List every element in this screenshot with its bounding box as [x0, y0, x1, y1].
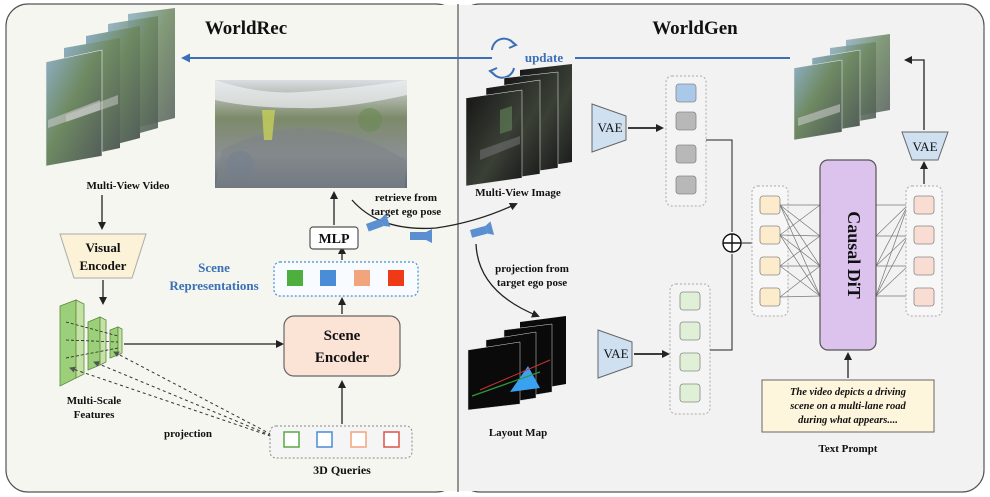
output-token-peach	[913, 287, 935, 307]
query-orange	[350, 431, 367, 448]
vae-to-output-arrow	[904, 56, 925, 130]
vae-bottom-label: VAE	[603, 346, 628, 361]
causal-dit-block	[819, 159, 877, 351]
multi-view-image-label: Multi-View Image	[475, 187, 561, 199]
retrieve-curve-arrow	[351, 199, 518, 230]
mlp-block	[309, 226, 359, 250]
layout-token-green	[679, 321, 701, 341]
multi-view-image-stack	[465, 64, 572, 187]
panel-join-cover-left	[440, 5, 458, 491]
query-red	[383, 431, 400, 448]
repr-orange	[354, 270, 370, 286]
input-token-yellow	[759, 195, 781, 215]
query-blue	[316, 431, 333, 448]
repr-blue	[320, 270, 336, 286]
text-prompt-line-2: scene on a multi-lane road	[789, 401, 906, 412]
causal-attention-lines	[779, 204, 909, 298]
causal-dit-label: Causal DiT	[844, 211, 864, 299]
vae-top-label: VAE	[597, 120, 622, 135]
text-prompt-box	[761, 379, 935, 433]
output-token-column	[905, 185, 943, 317]
retrieve-label-2: target ego pose	[371, 206, 441, 218]
vae-right-block	[901, 131, 949, 161]
latent-token-gray	[675, 175, 697, 195]
vae-right-label: VAE	[912, 139, 937, 154]
multi-scale-features	[59, 299, 123, 387]
query-green	[283, 431, 300, 448]
repr-red	[388, 270, 404, 286]
input-token-yellow	[759, 225, 781, 245]
multi-scale-label-1: Multi-Scale	[67, 395, 121, 407]
input-token-column	[751, 185, 789, 317]
text-prompt-label: Text Prompt	[819, 443, 878, 455]
worldgen-title: WorldGen	[652, 18, 738, 39]
concat-plus-icon	[722, 233, 742, 253]
scene-repr-label-2: Representations	[169, 278, 258, 293]
visual-encoder-label-2: Encoder	[80, 258, 127, 273]
input-token-yellow	[759, 287, 781, 307]
bottom-latent-to-concat	[710, 254, 733, 351]
latent-column-bottom	[669, 283, 711, 415]
multi-scale-label-2: Features	[74, 409, 115, 421]
layout-map-label: Layout Map	[489, 427, 547, 439]
projection-dashed-lines	[69, 351, 283, 441]
visual-encoder-label-1: Visual	[86, 240, 121, 255]
queries-label: 3D Queries	[313, 463, 371, 477]
projection-curve-arrow	[475, 243, 540, 318]
visual-encoder-block	[59, 233, 147, 279]
text-prompt-line-3: during what appears....	[798, 415, 898, 426]
retrieve-label-1: retrieve from	[375, 192, 437, 204]
scene-repr-label-1: Scene	[198, 260, 230, 275]
vae-bottom-block	[597, 329, 633, 379]
scene-repr-container	[273, 261, 419, 297]
output-token-peach	[913, 225, 935, 245]
vae-top-block	[591, 103, 627, 153]
latent-token-gray	[675, 111, 697, 131]
multi-view-video-label: Multi-View Video	[87, 180, 170, 192]
output-token-peach	[913, 195, 935, 215]
scene-encoder-block	[283, 315, 401, 377]
update-cycle-icon	[488, 37, 518, 79]
generated-video-stack	[793, 34, 890, 141]
layout-token-green	[679, 352, 701, 372]
layout-map-stack	[467, 316, 566, 411]
repr-green	[287, 270, 303, 286]
multi-view-video-stack	[45, 8, 175, 167]
text-prompt-line-1: The video depicts a driving	[790, 387, 906, 398]
mlp-label: MLP	[318, 232, 350, 247]
layout-token-green	[679, 291, 701, 311]
projection-from-label-1: projection from	[495, 263, 569, 275]
latent-token-gray	[675, 144, 697, 164]
scene-encoder-label-2: Encoder	[315, 350, 370, 366]
output-token-peach	[913, 256, 935, 276]
projection-from-label-2: target ego pose	[497, 277, 567, 289]
update-label: update	[525, 50, 564, 65]
input-token-yellow	[759, 256, 781, 276]
layout-token-green	[679, 383, 701, 403]
reconstructed-scene-image	[215, 80, 407, 188]
camera-icon	[366, 213, 391, 232]
latent-column-top	[665, 75, 707, 207]
latent-token-blue	[675, 83, 697, 103]
queries-container	[269, 425, 413, 459]
worldrec-title: WorldRec	[205, 18, 287, 39]
projection-label: projection	[164, 428, 212, 440]
top-latent-to-concat	[706, 139, 733, 232]
scene-encoder-label-1: Scene	[324, 328, 361, 344]
camera-icon	[410, 229, 432, 243]
